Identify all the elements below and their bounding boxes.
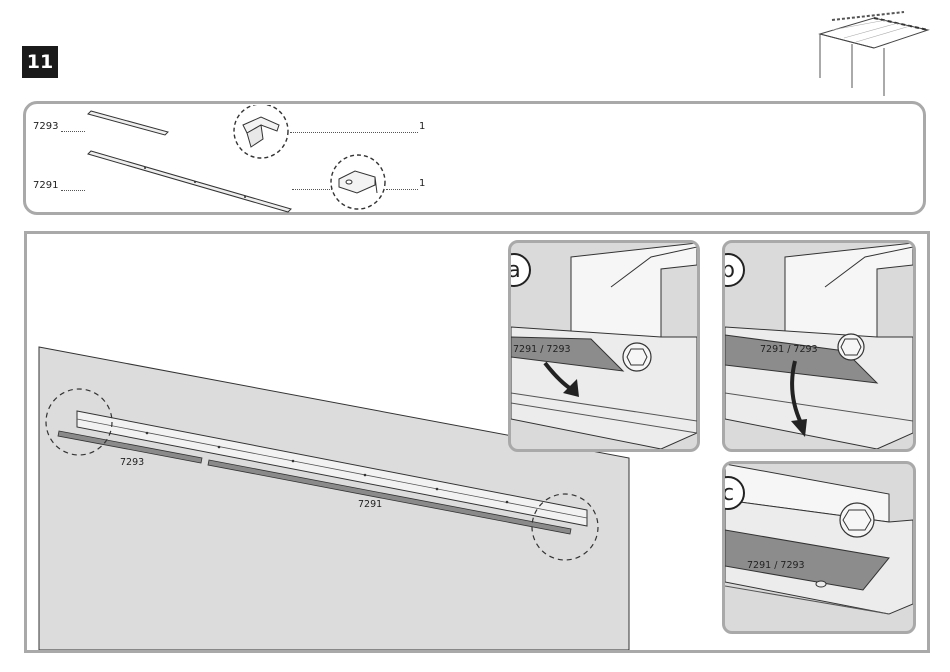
- detail-panel-c: c 7291 / 7293: [722, 461, 916, 634]
- detail-b-part-label: 7291 / 7293: [760, 344, 818, 355]
- leader-line: [290, 132, 418, 133]
- leader-line: [292, 189, 332, 190]
- detail-c-drawing: [725, 464, 913, 631]
- leader-line: [61, 190, 85, 191]
- strip-label-7293: 7293: [120, 457, 144, 468]
- pergola-thumbnail-icon: [812, 8, 932, 100]
- leader-line: [61, 131, 85, 132]
- part-quantity: 1: [419, 121, 425, 132]
- detail-panel-a: a 7291 / 7293: [508, 240, 700, 452]
- detail-b-drawing: [725, 243, 913, 449]
- detail-a-part-label: 7291 / 7293: [513, 344, 571, 355]
- detail-c-part-label: 7291 / 7293: [747, 560, 805, 571]
- detail-panel-b: b 7291 / 7293: [722, 240, 916, 452]
- strip-label-7291: 7291: [358, 499, 382, 510]
- parts-drawing: [85, 105, 405, 215]
- step-number-badge: 11: [22, 46, 58, 78]
- part-code-7293: 7293: [33, 121, 58, 132]
- part-code-7291: 7291: [33, 180, 58, 191]
- leader-line: [386, 189, 418, 190]
- part-quantity: 1: [419, 178, 425, 189]
